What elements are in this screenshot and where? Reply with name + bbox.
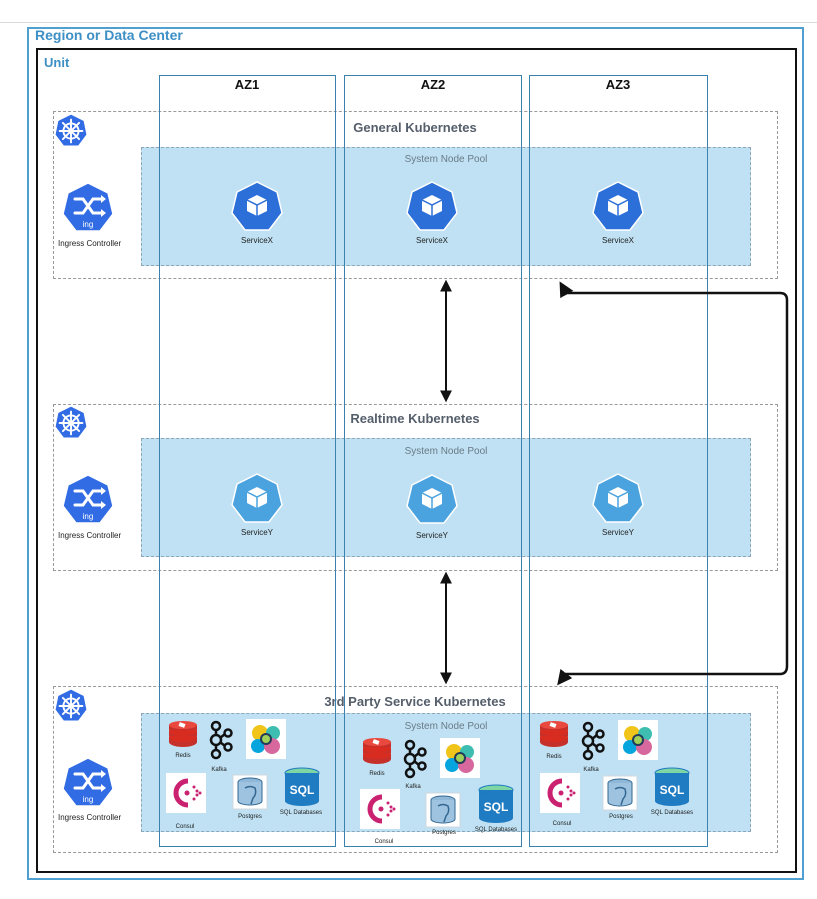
consul-icon (166, 773, 206, 813)
redis-label: Redis (546, 754, 562, 760)
consul-label: Consul (175, 824, 195, 830)
redis-icon (169, 721, 197, 747)
servicex-pod-icon (231, 181, 283, 231)
redis-icon (540, 721, 568, 747)
kubernetes-icon (54, 405, 88, 439)
redis-label: Redis (175, 753, 191, 759)
redis-icon (363, 738, 391, 764)
thirdparty-pool-label: System Node Pool (404, 721, 488, 732)
ingress-controller-icon: ing (62, 757, 114, 807)
ingress-controller-icon: ing (62, 182, 114, 232)
thirdparty-kubernetes-cluster (53, 686, 778, 853)
top-divider (0, 22, 817, 23)
unit-label: Unit (44, 55, 70, 70)
az3-label: AZ3 (605, 77, 631, 92)
az1-column (159, 75, 336, 847)
az1-label: AZ1 (234, 77, 260, 92)
sql-databases-label: SQL Databases (650, 810, 694, 816)
elastic-icon (618, 720, 658, 760)
consul-label: Consul (374, 839, 394, 845)
postgres-icon (232, 774, 268, 810)
kubernetes-icon (54, 688, 88, 722)
servicey-label: ServiceY (240, 528, 274, 537)
postgres-label: Postgres (609, 814, 633, 820)
servicey-label: ServiceY (415, 531, 449, 540)
consul-icon (540, 773, 580, 813)
sql-databases-label: SQL Databases (279, 810, 323, 816)
region-label: Region or Data Center (35, 27, 183, 43)
kafka-label: Kafka (405, 784, 421, 790)
kafka-icon (209, 720, 233, 760)
servicey-pod-icon (406, 474, 458, 524)
general-pool-label: System Node Pool (404, 154, 488, 165)
elastic-icon (246, 719, 286, 759)
realtime-kubernetes-title: Realtime Kubernetes (350, 411, 480, 426)
kubernetes-icon (54, 113, 88, 147)
servicey-label: ServiceY (601, 528, 635, 537)
ingress-controller-label: Ingress Controller (58, 239, 122, 248)
unit-boundary (36, 48, 797, 873)
ingress-controller-icon: ing (62, 474, 114, 524)
sql-icon-text: SQL (484, 800, 509, 814)
sql-icon-text: SQL (290, 783, 315, 797)
postgres-label: Postgres (238, 814, 262, 820)
servicey-pod-icon (231, 473, 283, 523)
realtime-pool-label: System Node Pool (404, 446, 488, 457)
servicex-pod-icon (592, 181, 644, 231)
ing-icon-text: ing (83, 220, 94, 229)
az2-column (344, 75, 522, 847)
elastic-icon (440, 738, 480, 778)
redis-label: Redis (369, 771, 385, 777)
kafka-label: Kafka (211, 767, 227, 773)
consul-icon (360, 789, 400, 829)
servicex-label: ServiceX (415, 236, 449, 245)
realtime-kubernetes-cluster (53, 404, 778, 571)
servicey-pod-icon (592, 473, 644, 523)
kafka-label: Kafka (583, 767, 599, 773)
kafka-icon (581, 721, 605, 761)
consul-label: Consul (552, 821, 572, 827)
ing-icon-text: ing (83, 512, 94, 521)
postgres-icon (425, 792, 461, 828)
sql-database-icon: SQL (284, 767, 320, 806)
thirdparty-kubernetes-title: 3rd Party Service Kubernetes (324, 694, 506, 709)
kafka-icon (403, 739, 427, 779)
servicex-label: ServiceX (601, 236, 635, 245)
az3-column (529, 75, 708, 847)
general-kubernetes-cluster (53, 111, 778, 279)
sql-databases-label: SQL Databases (474, 827, 518, 833)
region-boundary (27, 27, 804, 880)
ingress-controller-label: Ingress Controller (58, 531, 122, 540)
servicex-label: ServiceX (240, 236, 274, 245)
ing-icon-text: ing (83, 795, 94, 804)
general-kubernetes-title: General Kubernetes (353, 120, 477, 135)
ingress-controller-label: Ingress Controller (58, 813, 122, 822)
postgres-label: Postgres (432, 830, 456, 836)
az2-label: AZ2 (420, 77, 446, 92)
sql-icon-text: SQL (660, 783, 685, 797)
servicex-pod-icon (406, 181, 458, 231)
general-thirdparty-loop-arrow (557, 281, 789, 686)
sql-database-icon: SQL (478, 784, 514, 823)
sql-database-icon: SQL (654, 767, 690, 806)
postgres-icon (602, 775, 638, 811)
